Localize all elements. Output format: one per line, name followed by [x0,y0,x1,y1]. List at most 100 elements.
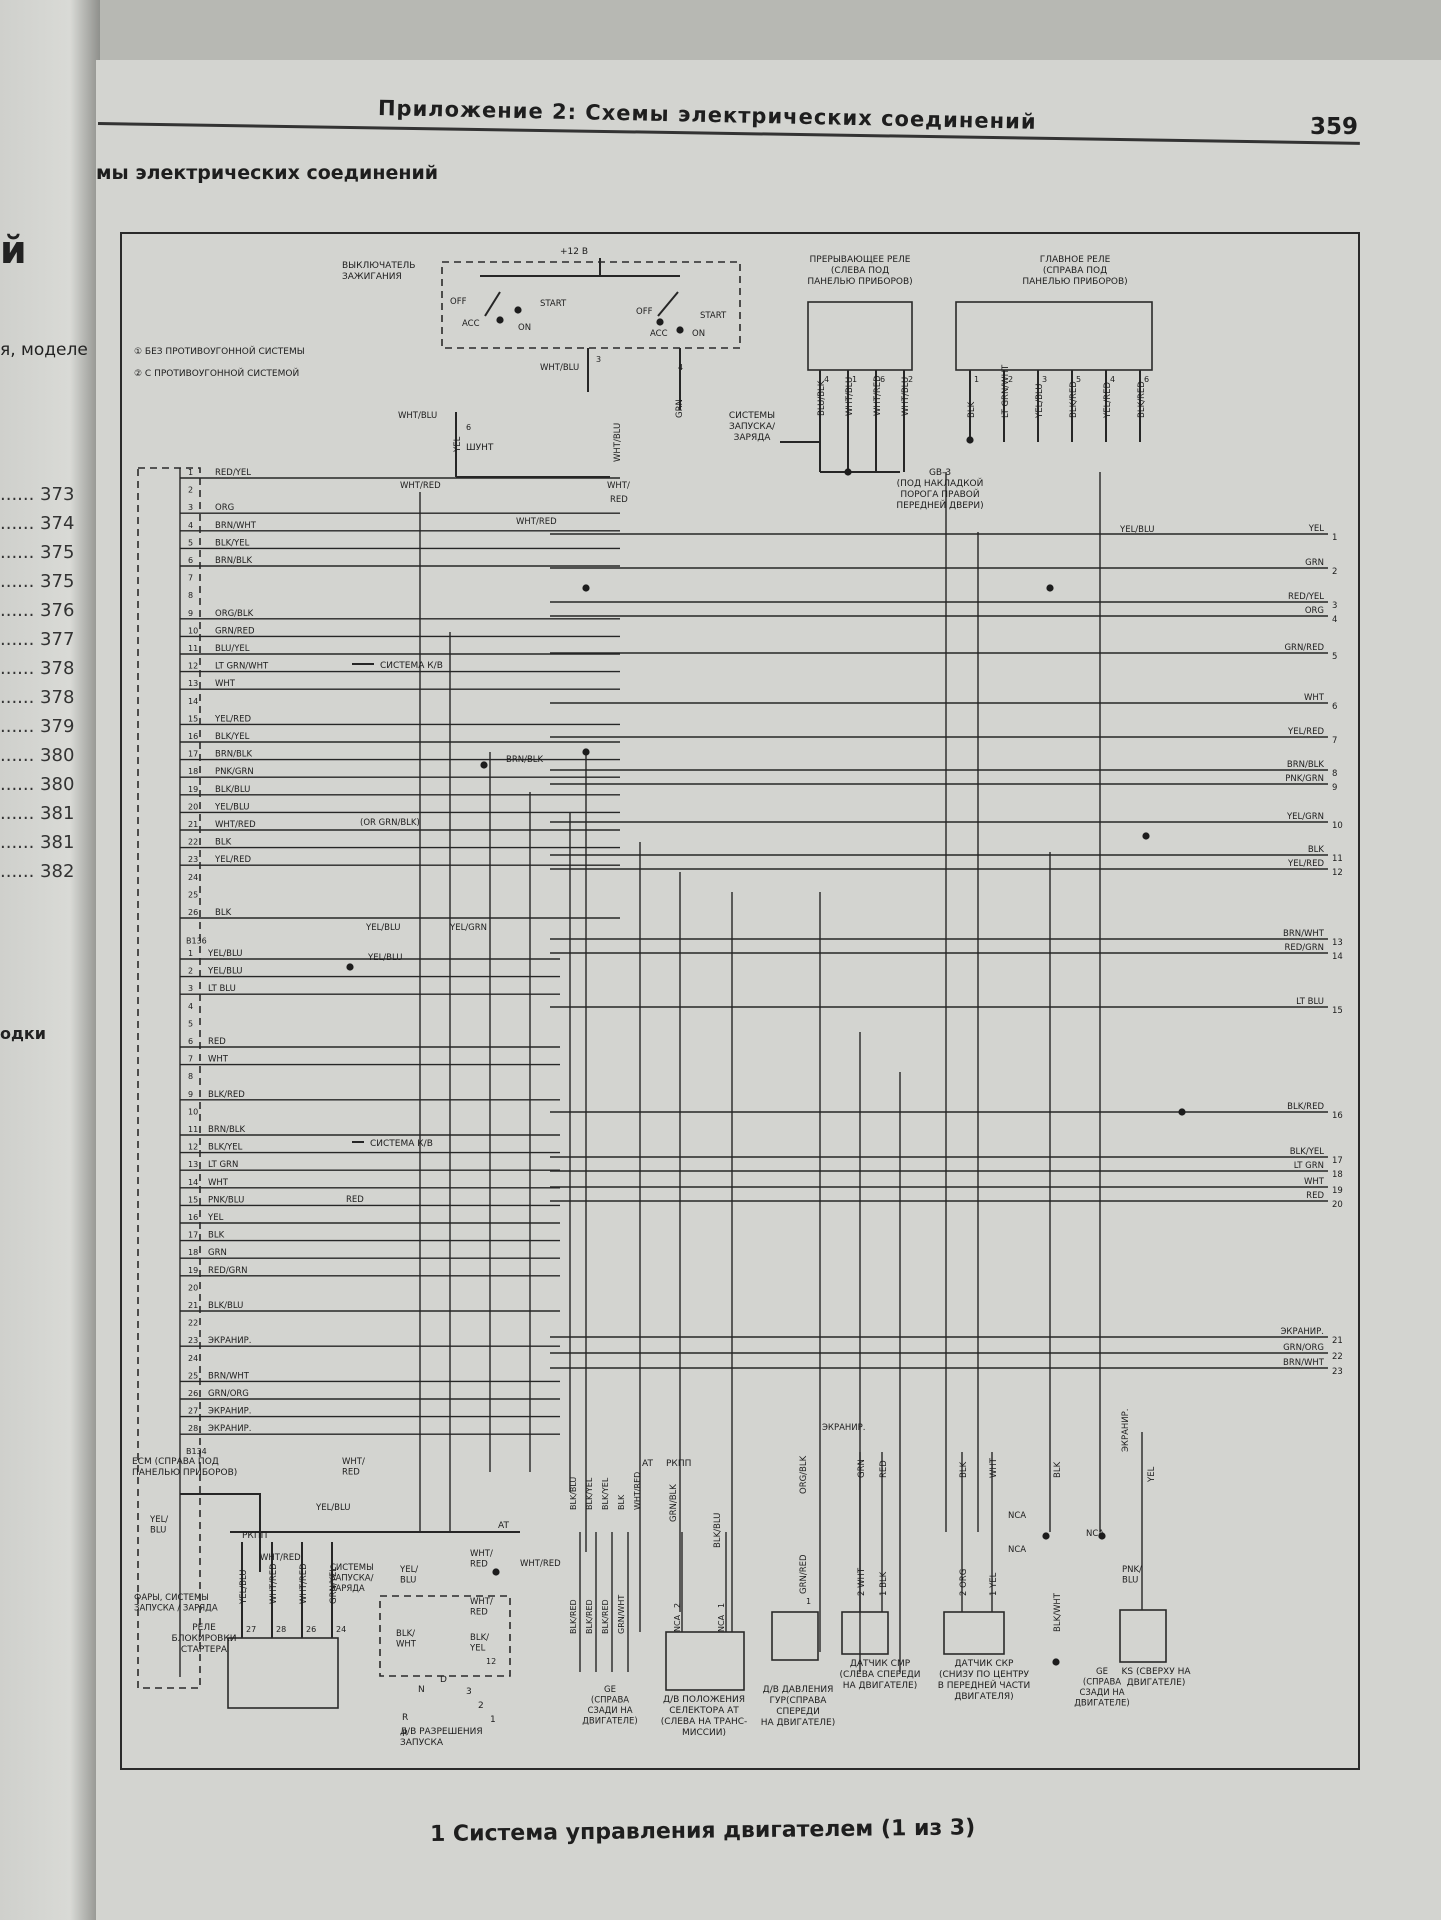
connector-a-pin: 9 [188,609,193,618]
terminal-wire: YEL/GRN [1286,812,1324,822]
ps-sensor-label: ГУР(СПРАВА [770,1696,828,1706]
terminal-wire: BLK [1308,845,1325,855]
connector-b-wire: WHT [208,1178,229,1188]
ks-label: ДВИГАТЕЛЕ) [1127,1678,1186,1688]
connector-a-pin: 18 [188,767,198,776]
connector-b-pin: 20 [188,1283,198,1292]
connector-b-pin: 10 [188,1107,198,1116]
terminal-number: 9 [1332,783,1337,793]
relay-pin: 2 [1008,375,1013,384]
mid-wire: RED [610,495,628,505]
connector-a-wire: GRN/RED [215,626,255,636]
terminal-number: 8 [1332,769,1337,779]
ge-left-wire: BLK/RED [585,1599,594,1634]
ge-right-label: GE [1096,1667,1108,1677]
selector-wire: BLK/BLU [713,1513,723,1548]
at-selector-label: (СЛЕВА НА ТРАНС- [661,1717,748,1727]
connector-b-wire: YEL/BLU [207,949,243,959]
ground-gb3-label: (ПОД НАКЛАДКОЙ [897,477,984,489]
kv-system-note: СИСТЕМА К/В [370,1139,433,1149]
terminal-number: 21 [1332,1336,1343,1346]
cmp-wire: GRN [857,1459,867,1478]
pin17-out-wire: BRN/BLK [506,755,544,765]
starter-relay-wire: YEL/BLU [239,1569,249,1605]
connector-a-pin: 17 [188,750,198,759]
switch-position: OFF [450,297,467,307]
relay-wire: WHT/RED [873,375,883,416]
terminal-number: 6 [1332,702,1337,712]
ge-right-label: (СПРАВА [1083,1678,1121,1688]
ckp-label: (СНИЗУ ПО ЦЕНТРУ [939,1670,1029,1680]
terminal-number: 19 [1332,1186,1343,1196]
terminal-wire: ЭКРАНИР. [1281,1327,1325,1337]
junction-dot [1046,584,1054,592]
connector-a-pin: 8 [188,591,193,600]
ge-right-wire: BLK/WHT [1053,1592,1063,1632]
starter-relay [227,1637,339,1709]
junction-dot [1178,1108,1186,1116]
diagram-frame [120,232,1360,1770]
wire [579,1532,629,1672]
ge-left-wire: BLK/RED [569,1599,578,1634]
legend-item: ② С ПРОТИВОУГОННОЙ СИСТЕМОЙ [134,367,299,379]
connector-b-wire: YEL/BLU [207,967,243,977]
starter-relay-wire: WHT/RED [299,1563,309,1604]
relay-pin: 6 [880,375,885,384]
ckp-wire: 1 YEL [989,1572,999,1596]
kv-system-note: СИСТЕМА К/В [380,661,443,671]
connector-b-wire: BLK/YEL [208,1143,243,1153]
ge-left-label: (СПРАВА [591,1696,629,1706]
supply-label: +12 В [560,247,588,257]
pinb15-out-wire: RED [346,1195,364,1205]
terminal-number: 10 [1332,821,1343,831]
start-permit-label: Д/В РАЗРЕШЕНИЯ [400,1727,483,1737]
connector-b-pin: 25 [188,1371,198,1380]
junction-dot [496,316,504,324]
ge-left-wire: BLK/BLU [569,1477,578,1510]
terminal-number: 13 [1332,938,1343,948]
terminal-wire: YEL [1308,524,1325,534]
connector-b-wire: WHT [208,1055,229,1065]
connector-a-wire: BLK/YEL [215,732,250,742]
ckp-nca: NCA [1008,1511,1026,1521]
connector-b-pin: 9 [188,1090,193,1099]
connector-b-pin: 3 [188,984,193,993]
starter-relay-systems: ЗАРЯДА [330,1584,365,1594]
at-selector-label: Д/В ПОЛОЖЕНИЯ [663,1695,745,1705]
connector-b-pin: 2 [188,967,193,976]
terminal-wire: YEL/RED [1287,859,1324,869]
relay-pin: 3 [1042,375,1047,384]
connector-a-pin: 14 [188,697,198,706]
connector-a-pin: 23 [188,855,198,864]
terminal-number: 12 [1332,868,1343,878]
connector-a-wire: YEL/RED [214,855,251,865]
relay-pin: 1 [974,375,979,384]
connector-a-wire: YEL/BLU [214,802,250,812]
at-selector-switch [665,1631,745,1691]
connector-b-pin: 22 [188,1319,198,1328]
connector-a-pin: 26 [188,908,198,917]
starter-relay-systems: СИСТЕМЫ [330,1563,374,1573]
ckp-wire: 2 ORG [959,1569,969,1596]
connector-a-pin: 24 [188,873,198,882]
connector-a-pin: 2 [188,486,193,495]
mid-wire: WHT/ [607,481,630,491]
connector-a-wire: YEL/RED [214,714,251,724]
junction-dot [1142,832,1150,840]
starter-relay-pin: 26 [306,1625,316,1634]
connector-b-pin: 28 [188,1424,198,1433]
ge-left-wire: BLK/RED [601,1599,610,1634]
terminal-number: 3 [1332,601,1337,611]
connector-b-wire: GRN/ORG [208,1389,249,1399]
ps-sensor-wire: GRN/RED [799,1554,809,1594]
start-permit-wire: RED [470,1560,488,1570]
connector-a-pin: 22 [188,838,198,847]
cmp-wire: RED [879,1460,889,1478]
connector-b-wire: ЭКРАНИР. [208,1336,252,1346]
terminal-number: 22 [1332,1352,1343,1362]
switch-position: ON [518,323,531,333]
terminal-wire-extra: YEL/BLU [1119,525,1155,535]
junction-dot [492,1568,500,1576]
start-permit-out: WHT/RED [520,1559,561,1569]
connector-b-pin: 7 [188,1055,193,1064]
